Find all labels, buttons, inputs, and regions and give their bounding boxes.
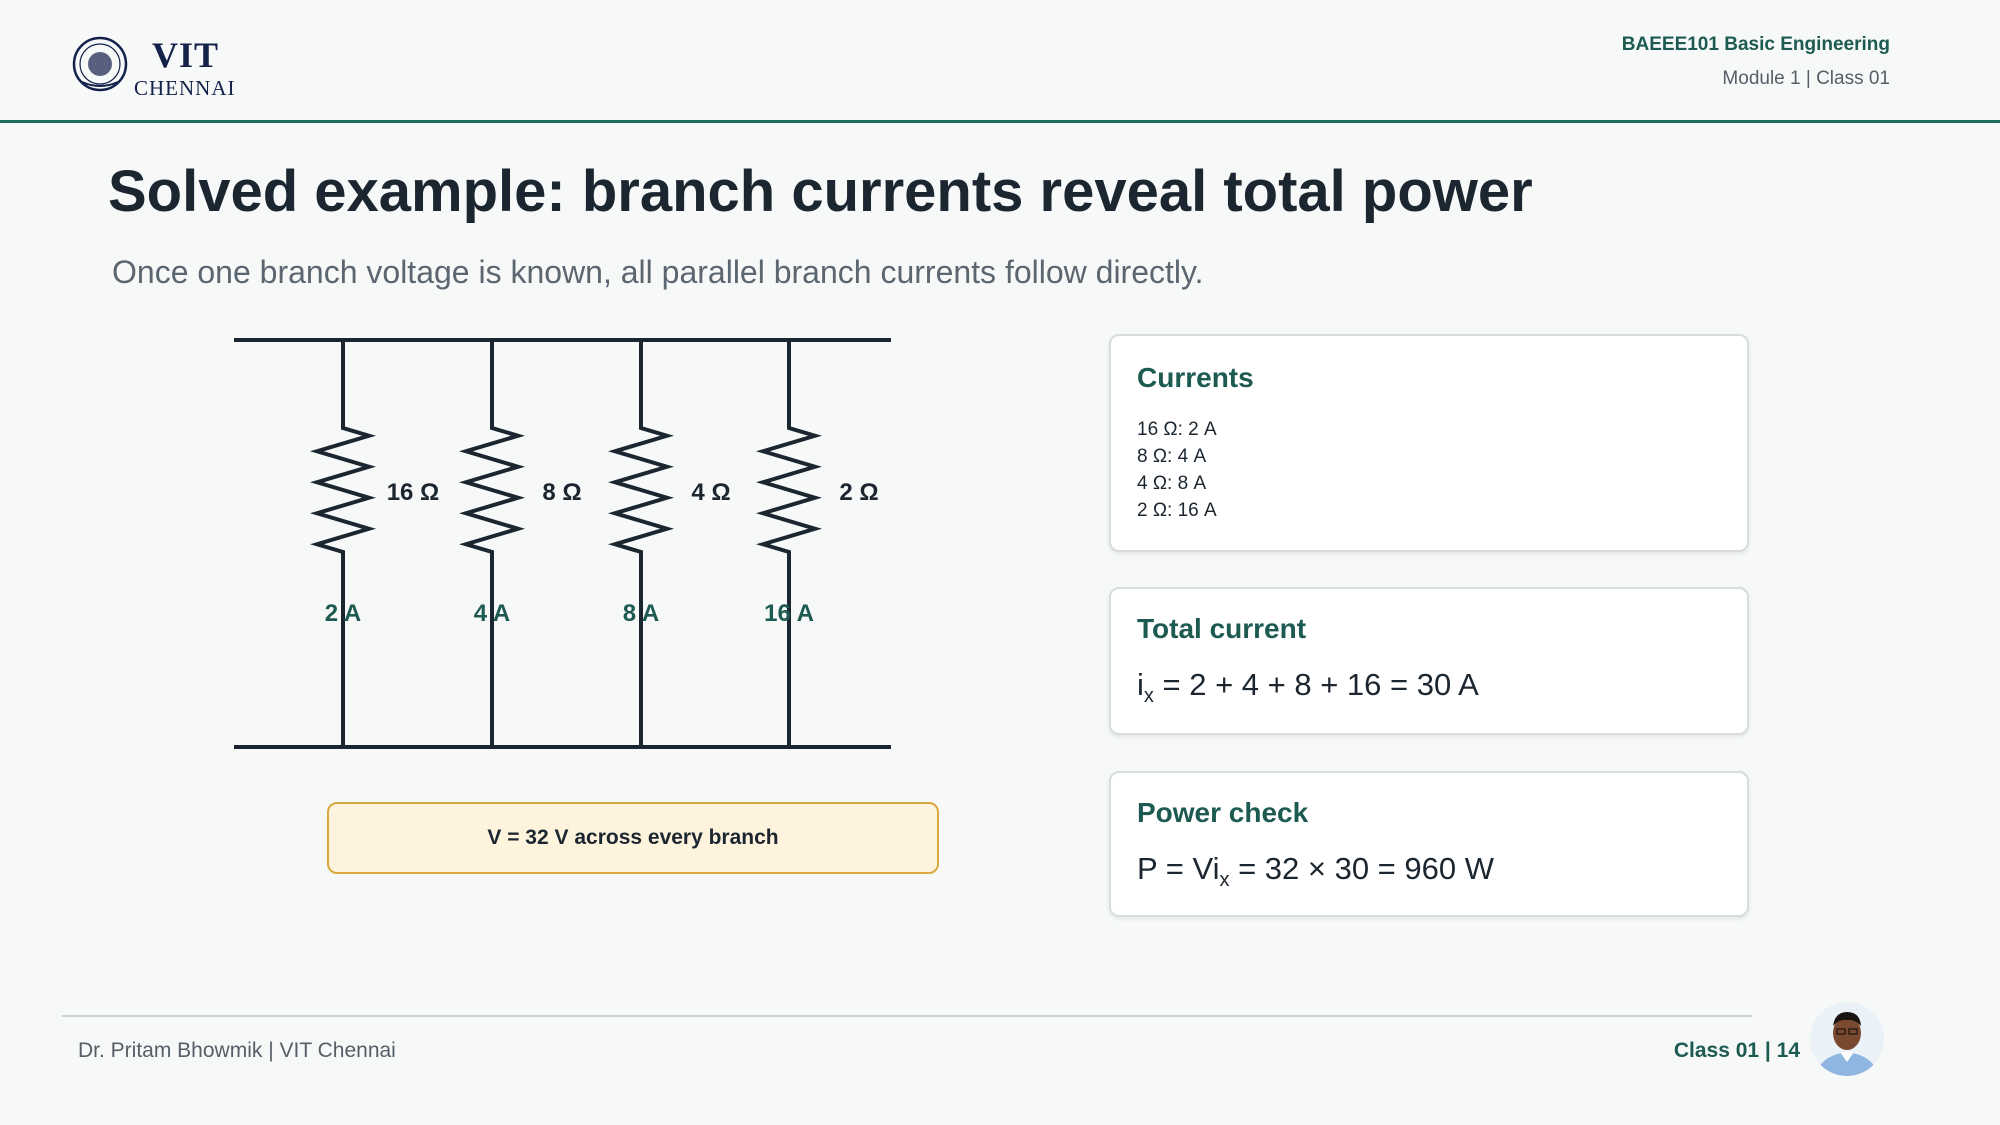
- logo-subtext: CHENNAI: [134, 76, 236, 100]
- university-seal-icon: [72, 36, 128, 92]
- currents-card: Currents 16 Ω: 2 A 8 Ω: 4 A 4 Ω: 8 A 2 Ω…: [1109, 334, 1749, 552]
- slide-subtitle: Once one branch voltage is known, all pa…: [112, 254, 1204, 290]
- slide-title: Solved example: branch currents reveal t…: [108, 159, 1533, 224]
- power-check-card: Power check P = Vix = 32 × 30 = 960 W: [1109, 771, 1749, 917]
- logo-text: VIT: [152, 35, 220, 75]
- list-item: 4 Ω: 8 A: [1137, 473, 1207, 494]
- resistor-branch: [309, 340, 377, 747]
- current-label: 2 A: [325, 600, 361, 627]
- total-current-card: Total current ix = 2 + 4 + 8 + 16 = 30 A: [1109, 587, 1749, 735]
- equation-subscript: x: [1143, 685, 1154, 708]
- currents-card-title: Currents: [1137, 362, 1254, 393]
- resistor-branch: [755, 340, 823, 747]
- course-title: BAEEE101 Basic Engineering: [1621, 34, 1890, 55]
- resistance-label: 4 Ω: [691, 479, 730, 506]
- vit-logo: VIT CHENNAI: [72, 34, 252, 100]
- avatar: [1810, 1002, 1884, 1076]
- resistor-branch: [607, 340, 675, 747]
- total-current-equation: ix = 2 + 4 + 8 + 16 = 30 A: [1137, 667, 1721, 708]
- power-check-title: Power check: [1137, 797, 1309, 828]
- footer-author: Dr. Pritam Bhowmik | VIT Chennai: [78, 1039, 396, 1062]
- parallel-circuit-diagram: 16 Ω 2 A 8 Ω 4 A 4 Ω 8 A 2 Ω 16 A: [234, 338, 891, 749]
- equation-subscript: x: [1219, 869, 1230, 892]
- voltage-note: V = 32 V across every branch: [327, 802, 939, 874]
- equation-base: i: [1137, 667, 1144, 702]
- resistance-label: 16 Ω: [387, 479, 440, 506]
- footer-divider: [62, 1015, 1752, 1017]
- total-current-title: Total current: [1137, 613, 1307, 644]
- equation-rest: = 32 × 30 = 960 W: [1229, 851, 1494, 886]
- equation-rest: = 2 + 4 + 8 + 16 = 30 A: [1153, 667, 1479, 702]
- current-label: 4 A: [474, 600, 510, 627]
- power-equation: P = Vix = 32 × 30 = 960 W: [1137, 851, 1721, 892]
- resistance-label: 8 Ω: [542, 479, 581, 506]
- header-divider: [0, 120, 2000, 123]
- equation-base: P = Vi: [1137, 851, 1220, 886]
- list-item: 2 Ω: 16 A: [1137, 500, 1217, 521]
- resistance-label: 2 Ω: [839, 479, 878, 506]
- resistor-branch: [458, 340, 526, 747]
- page-indicator: Class 01 | 14: [1673, 1039, 1800, 1062]
- currents-list: 16 Ω: 2 A 8 Ω: 4 A 4 Ω: 8 A 2 Ω: 16 A: [1137, 416, 1721, 524]
- list-item: 8 Ω: 4 A: [1137, 446, 1207, 467]
- current-label: 8 A: [623, 600, 659, 627]
- module-label: Module 1 | Class 01: [1722, 68, 1890, 89]
- current-label: 16 A: [764, 600, 814, 627]
- list-item: 16 Ω: 2 A: [1137, 419, 1217, 440]
